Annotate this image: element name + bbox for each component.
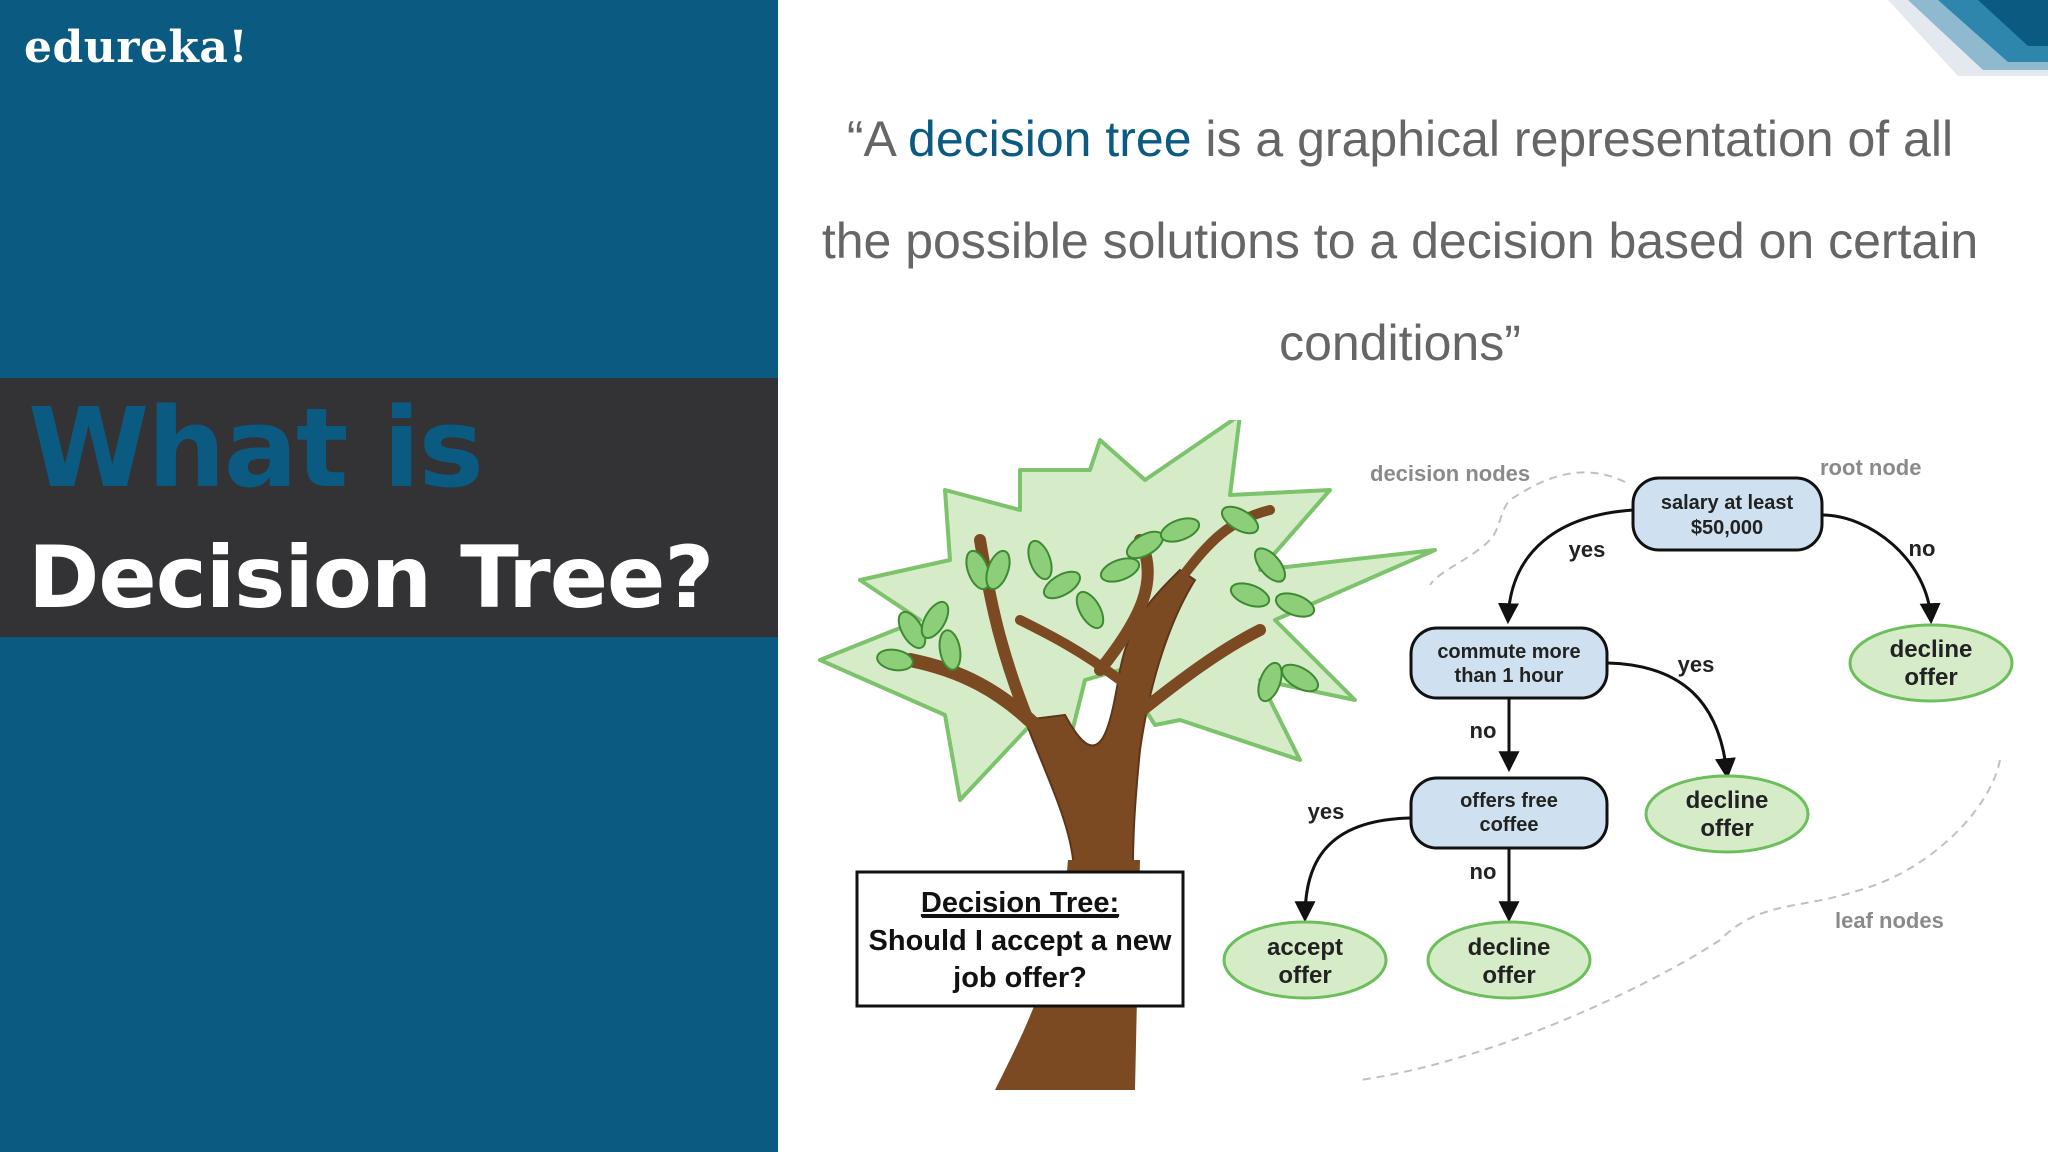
quote-line-3: conditions”	[1279, 315, 1521, 371]
leaf-decline-3-line-2: offer	[1482, 962, 1535, 989]
leaf-accept-line-2: offer	[1278, 962, 1331, 989]
tree-canopy	[818, 420, 1437, 802]
quote-line-2: the possible solutions to a decision bas…	[821, 213, 1979, 269]
title-what-is: What is	[28, 384, 484, 512]
edge-salary-to-commute	[1497, 508, 1634, 625]
node-salary: salary at least $50,000	[1631, 476, 1824, 552]
quote-line-1: “A decision tree is a graphical represen…	[846, 111, 1954, 167]
edge-label-commute-no: no	[1470, 718, 1497, 743]
annotation-brackets	[1359, 471, 2001, 1081]
node-coffee-line-1: offers free	[1460, 790, 1558, 812]
leaf-decline-1: decline offer	[1848, 623, 2014, 703]
leaf-decline-2: decline offer	[1644, 774, 1810, 854]
node-commute-line-2: than 1 hour	[1455, 665, 1564, 687]
edureka-logo: edureka!	[24, 22, 249, 73]
definition-quote: “A decision tree is a graphical represen…	[780, 88, 2020, 394]
annotation-leaf-nodes: leaf nodes	[1835, 908, 1944, 933]
edge-labels: yes no yes no yes no	[1308, 536, 1936, 884]
edge-label-commute-yes: yes	[1678, 652, 1715, 677]
edge-label-salary-yes: yes	[1569, 537, 1606, 562]
leaf-decline-1-line-1: decline	[1890, 636, 1973, 663]
node-salary-line-2: $50,000	[1691, 517, 1763, 539]
leaf-decline-2-line-1: decline	[1686, 787, 1769, 814]
annotation-decision-nodes: decision nodes	[1370, 461, 1530, 486]
edge-label-coffee-no: no	[1470, 859, 1497, 884]
edge-label-salary-no: no	[1909, 536, 1936, 561]
leaf-decline-3: decline offer	[1426, 920, 1592, 1000]
edge-commute-to-decline2	[1607, 661, 1736, 780]
title-band	[0, 378, 778, 637]
sign-question-line-2: job offer?	[952, 962, 1087, 994]
leaf-decline-1-line-2: offer	[1904, 664, 1957, 691]
leaf-accept-line-1: accept	[1267, 934, 1343, 961]
leaf-decline-2-line-2: offer	[1700, 815, 1753, 842]
node-salary-line-1: salary at least	[1661, 492, 1794, 514]
sign-title: Decision Tree:	[921, 887, 1119, 919]
corner-decoration	[1888, 0, 2048, 76]
tree-edges	[1294, 508, 1941, 923]
tree-illustration	[818, 420, 1437, 1090]
edge-label-coffee-yes: yes	[1308, 799, 1345, 824]
decision-tree-diagram: Decision Tree: Should I accept a new job…	[818, 420, 2014, 1090]
title-decision-tree: Decision Tree?	[28, 528, 714, 628]
quote-highlight: decision tree	[908, 111, 1192, 167]
node-coffee: offers free coffee	[1409, 776, 1609, 850]
edge-coffee-to-accept	[1294, 816, 1411, 923]
leaf-decline-3-line-1: decline	[1468, 934, 1551, 961]
annotation-root-node: root node	[1820, 455, 1921, 480]
sign-question-line-1: Should I accept a new	[869, 925, 1172, 957]
leaf-accept: accept offer	[1222, 920, 1388, 1000]
question-sign: Decision Tree: Should I accept a new job…	[855, 870, 1185, 1008]
node-commute: commute more than 1 hour	[1409, 626, 1609, 700]
edge-salary-to-decline1	[1821, 513, 1941, 625]
node-coffee-line-2: coffee	[1480, 814, 1539, 836]
node-commute-line-1: commute more	[1437, 641, 1580, 663]
